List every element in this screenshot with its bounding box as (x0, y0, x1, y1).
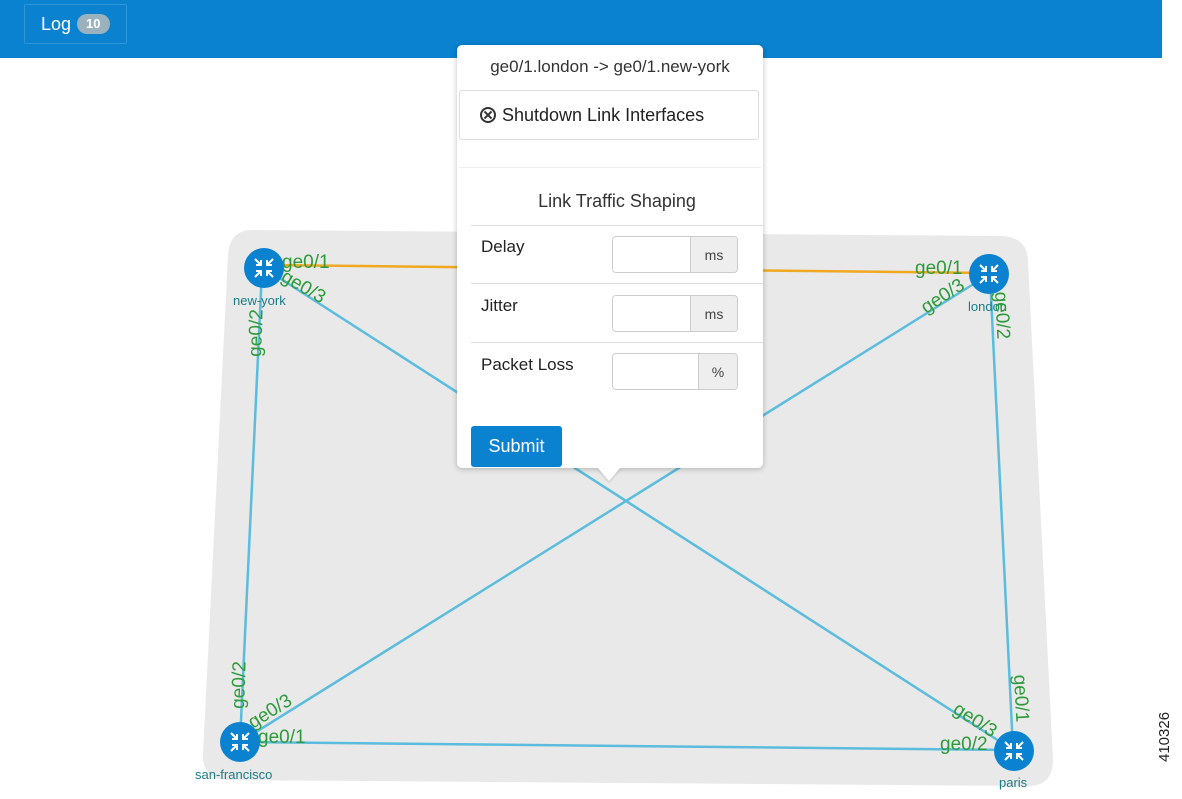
packet-loss-unit: % (698, 354, 737, 389)
topology-group-background (202, 230, 1053, 786)
delay-input[interactable] (613, 237, 690, 272)
jitter-label: Jitter (481, 296, 518, 315)
delay-label: Delay (481, 237, 525, 256)
port-label: ge0/1 (1009, 674, 1032, 723)
node-label-san-francisco: san-francisco (195, 767, 272, 782)
port-label: ge0/2 (245, 309, 268, 357)
popover-title: ge0/1.london -> ge0/1.new-york (490, 57, 730, 76)
packet-loss-input-group: % (612, 353, 738, 390)
port-label: ge0/1 (915, 258, 963, 279)
node-label-london: london (968, 299, 1007, 314)
node-london[interactable] (969, 254, 1009, 294)
divider (459, 167, 761, 168)
router-icon (969, 254, 1009, 294)
port-label: ge0/1 (258, 727, 306, 748)
shutdown-label: Shutdown Link Interfaces (502, 104, 705, 125)
divider (471, 283, 763, 284)
node-paris[interactable] (994, 731, 1034, 771)
node-new-york[interactable] (244, 248, 284, 288)
log-button[interactable]: Log 10 (24, 4, 127, 44)
divider (471, 225, 763, 226)
delay-input-group: ms (612, 236, 738, 273)
router-icon (244, 248, 284, 288)
port-label: ge0/2 (228, 661, 251, 709)
jitter-input-group: ms (612, 295, 738, 332)
divider (471, 342, 763, 343)
popover-arrow (597, 467, 621, 481)
node-label-paris: paris (999, 775, 1028, 790)
packet-loss-input[interactable] (613, 354, 698, 389)
figure-id: 410326 (1156, 711, 1173, 762)
log-button-label: Log (41, 13, 72, 34)
jitter-input[interactable] (613, 296, 690, 331)
delay-unit: ms (690, 237, 737, 272)
port-label: ge0/2 (940, 734, 988, 755)
port-label: ge0/1 (282, 252, 330, 273)
node-san-francisco[interactable] (220, 722, 260, 762)
router-icon (220, 722, 260, 762)
shaping-section-title: Link Traffic Shaping (538, 191, 696, 211)
close-circle-icon (480, 107, 496, 123)
port-label: ge0/2 (990, 291, 1013, 340)
link-san-francisco-paris[interactable] (239, 740, 1014, 752)
link-new-york-paris[interactable] (263, 266, 1014, 752)
shutdown-link-button[interactable]: Shutdown Link Interfaces (459, 90, 759, 140)
link-new-york-san-francisco[interactable] (238, 269, 264, 743)
submit-button[interactable]: Submit (471, 426, 562, 467)
router-icon (994, 731, 1034, 771)
node-label-new-york: new-york (233, 293, 286, 308)
link-popover: ge0/1.london -> ge0/1.new-york Shutdown … (457, 45, 763, 468)
log-count-badge: 10 (77, 14, 110, 34)
link-london-san-francisco[interactable] (239, 273, 989, 744)
jitter-unit: ms (690, 296, 737, 331)
packet-loss-label: Packet Loss (481, 355, 574, 374)
link-london-paris[interactable] (988, 274, 1015, 751)
